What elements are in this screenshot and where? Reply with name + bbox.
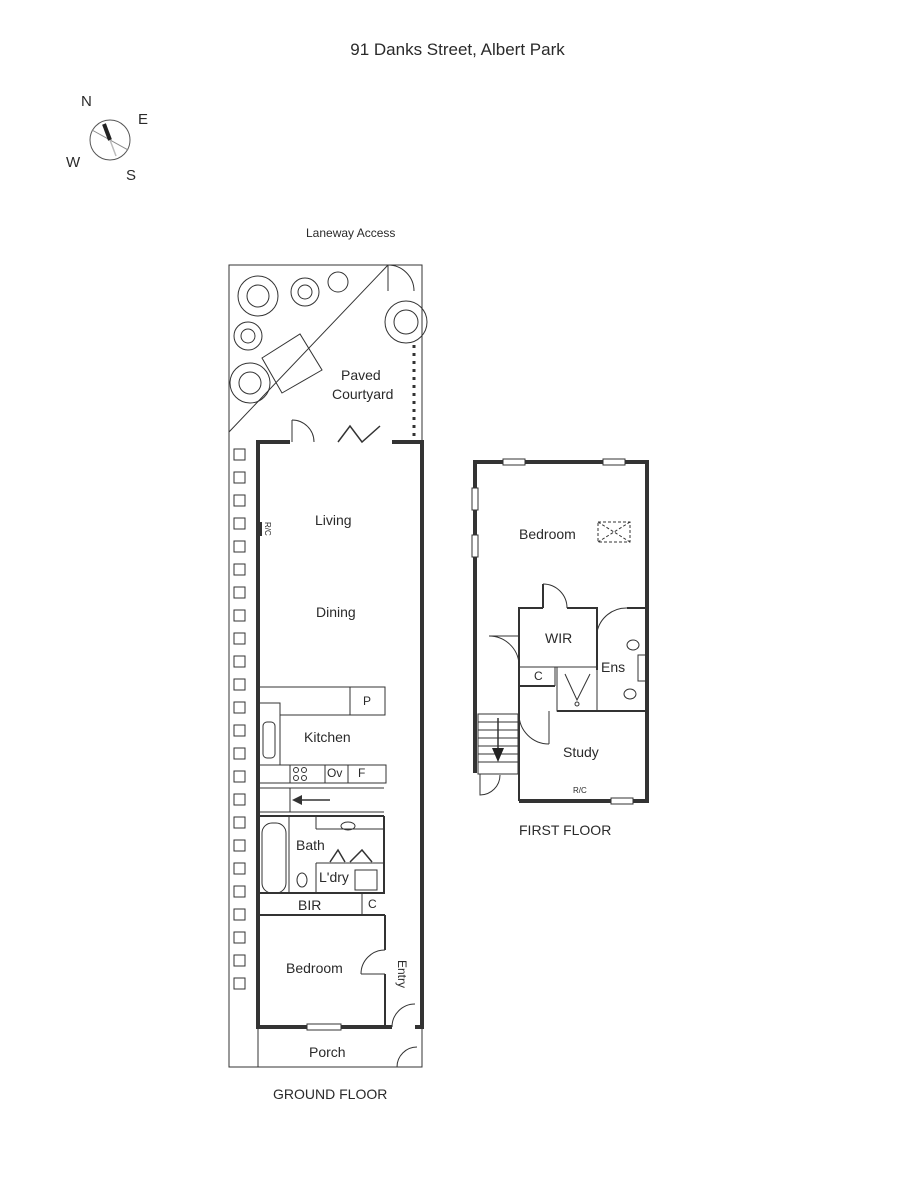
rc-label-ground: R/C: [263, 522, 272, 536]
kitchen-label: Kitchen: [304, 729, 351, 745]
pantry-label: P: [363, 694, 372, 708]
ground-floor-caption: GROUND FLOOR: [273, 1086, 388, 1102]
cupboard-label-first: C: [534, 669, 543, 683]
courtyard-label-line1: Paved: [341, 367, 381, 383]
first-bedroom-label: Bedroom: [519, 526, 576, 542]
fence-posts: [233, 448, 246, 990]
living-label: Living: [315, 512, 352, 528]
compass-west-label: W: [66, 154, 81, 171]
ground-floor-plan: [228, 264, 428, 1068]
oven-label: Ov: [327, 766, 343, 780]
first-floor-caption: FIRST FLOOR: [519, 822, 612, 838]
compass-icon: [89, 119, 131, 161]
study-label: Study: [563, 744, 599, 760]
cupboard-label-ground: C: [368, 897, 377, 911]
ensuite-label: Ens: [601, 659, 626, 675]
laneway-access-label: Laneway Access: [306, 226, 396, 240]
porch-label: Porch: [309, 1044, 346, 1060]
rc-label-first: R/C: [573, 786, 587, 795]
cooktop-icon: [293, 767, 307, 781]
first-floor-plan: [471, 458, 649, 805]
compass-south-label: S: [126, 167, 137, 184]
dining-label: Dining: [316, 604, 356, 620]
tree-icon: [229, 271, 428, 404]
compass-north-label: N: [81, 93, 92, 110]
fridge-label: F: [358, 766, 366, 780]
courtyard-label-line2: Courtyard: [332, 386, 394, 402]
page-title: 91 Danks Street, Albert Park: [350, 40, 565, 59]
bath-label: Bath: [296, 837, 325, 853]
bir-label: BIR: [298, 897, 322, 913]
laundry-label: L'dry: [319, 869, 349, 885]
wir-label: WIR: [545, 630, 573, 646]
ground-bedroom-label: Bedroom: [286, 960, 343, 976]
compass-east-label: E: [138, 111, 149, 128]
entry-label: Entry: [395, 960, 409, 989]
